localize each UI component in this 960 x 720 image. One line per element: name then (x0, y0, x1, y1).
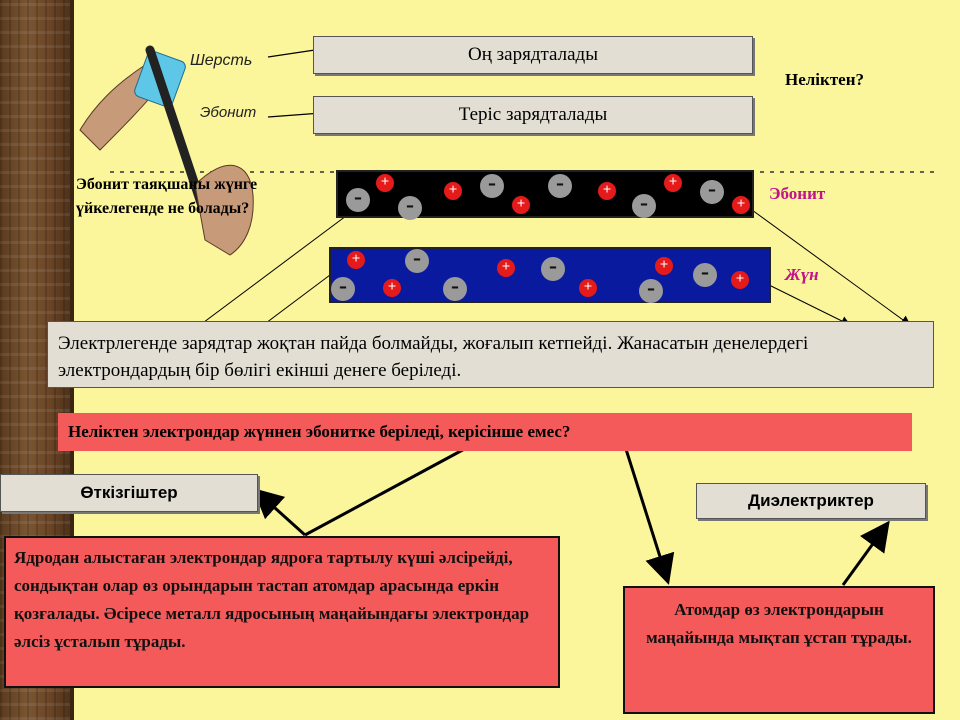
dielectrics-label: Диэлектриктер (696, 483, 926, 519)
negative-charge-box: Теріс зарядталады (313, 96, 753, 134)
positive-charge-icon: + (347, 251, 365, 269)
arrow-to-dielectrics (841, 520, 890, 586)
arrow-to-dielectrics-text (623, 445, 675, 585)
positive-charge-icon: + (655, 257, 673, 275)
negative-charge-icon: - (541, 254, 565, 281)
arrow-to-conductors (252, 487, 307, 537)
line-question-to-conductors-text (304, 444, 471, 537)
negative-charge-icon: - (632, 191, 656, 218)
positive-charge-icon: + (664, 174, 682, 192)
negative-charge-icon: - (405, 246, 429, 273)
arrow-ebonite-right (751, 209, 911, 326)
negative-charge-icon: - (331, 274, 355, 301)
wool-strip-label: Жүн (785, 265, 819, 284)
negative-charge-icon: - (693, 260, 717, 287)
negative-charge-icon: - (548, 171, 572, 198)
arrow-ebonite-left (179, 212, 351, 341)
rubbing-question: Эбонит таяқшаны жүнге үйкелегенде не бол… (76, 176, 258, 217)
negative-charge-icon: - (346, 185, 370, 212)
positive-charge-box: Оң зарядталады (313, 36, 753, 74)
negative-charge-icon: - (398, 193, 422, 220)
rubbing-illustration (79, 45, 254, 256)
positive-charge-icon: + (732, 196, 750, 214)
ebonite-strip: -+-+-+-+-+-+ (336, 170, 754, 220)
positive-charge-icon: + (376, 174, 394, 192)
main-question-bar: Неліктен электрондар жүннен эбониткe бер… (58, 413, 912, 451)
positive-charge-icon: + (444, 182, 462, 200)
negative-charge-icon: - (480, 171, 504, 198)
positive-charge-icon: + (598, 182, 616, 200)
wool-label: Шерсть (190, 52, 253, 69)
ebonite-strip-label: Эбонит (769, 184, 826, 203)
hand-right-icon (194, 164, 254, 256)
negative-charge-icon: - (700, 177, 724, 204)
conductors-label: Өткізгіштер (0, 474, 258, 512)
why-question: Неліктен? (785, 70, 865, 89)
ebonite-rod-label: Эбонит (200, 104, 257, 121)
conductors-explanation: Ядродан алыстаған электрондар ядроға тар… (4, 536, 560, 688)
electrification-info: Электрлегенде зарядтар жоқтан пайда болм… (47, 321, 934, 388)
positive-charge-icon: + (579, 279, 597, 297)
positive-charge-icon: + (512, 196, 530, 214)
positive-charge-icon: + (497, 259, 515, 277)
positive-charge-icon: + (731, 271, 749, 289)
dielectrics-explanation: Атомдар өз электрондарын маңайында мықта… (623, 586, 935, 714)
negative-charge-icon: - (639, 276, 663, 303)
arrow-wool-right (764, 282, 851, 326)
negative-charge-icon: - (443, 274, 467, 301)
wool-strip: +--+-+-+-+-+ (329, 246, 771, 303)
positive-charge-icon: + (383, 279, 401, 297)
